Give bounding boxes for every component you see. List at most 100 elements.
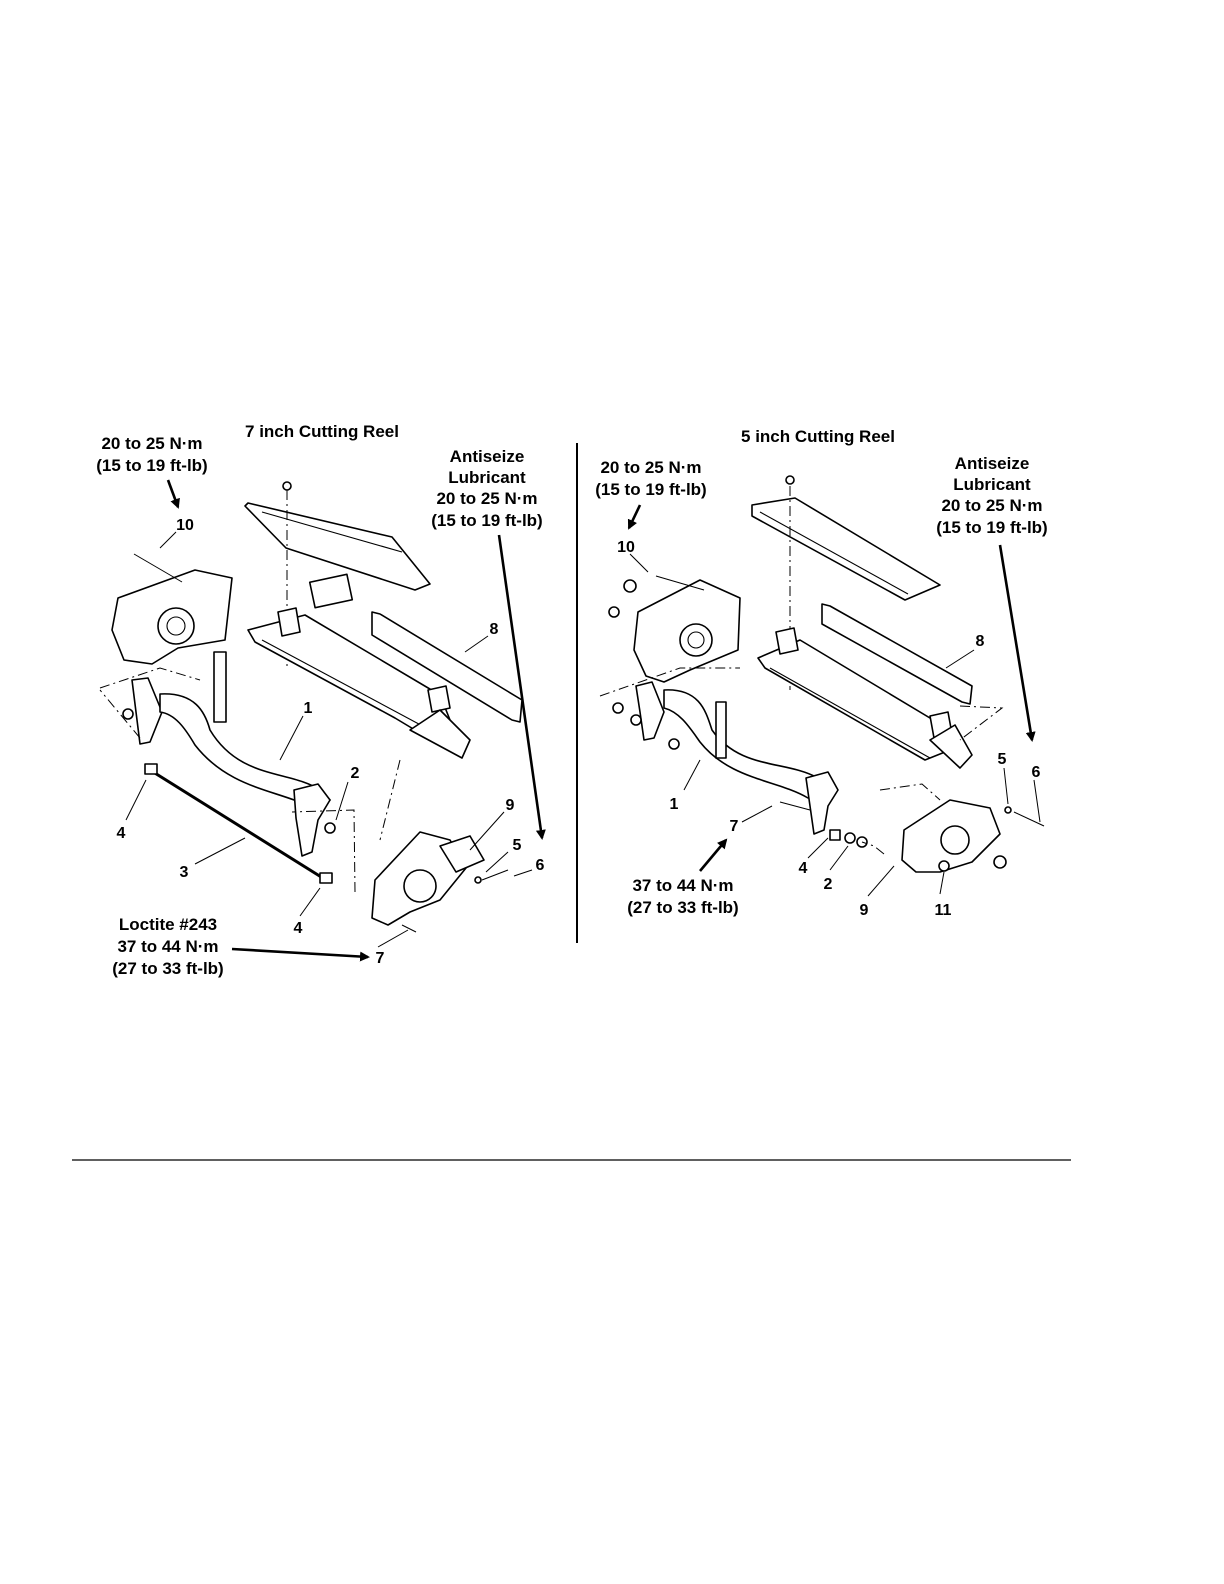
right-lift-arm-right bbox=[805, 771, 839, 835]
left-lift-arm-left bbox=[131, 677, 163, 745]
left-leader-7 bbox=[377, 929, 409, 948]
right-frame-edge bbox=[769, 667, 931, 759]
right-assembly-line-b bbox=[861, 841, 885, 855]
left-callout-1: 1 bbox=[304, 700, 313, 717]
right-leader-6 bbox=[1033, 779, 1041, 823]
left-loctite-line2: 37 to 44 N·m bbox=[117, 937, 218, 956]
left-bearing-left bbox=[157, 607, 195, 645]
right-assembly-line-a bbox=[599, 667, 740, 697]
right-leader-9 bbox=[867, 865, 895, 897]
right-washer-b bbox=[630, 714, 642, 726]
left-shield-bracket bbox=[308, 573, 354, 609]
left-antiseize-line2: Lubricant bbox=[448, 468, 526, 487]
right-callout-10: 10 bbox=[617, 539, 635, 556]
left-frame-edge bbox=[261, 639, 431, 731]
left-callout-8: 8 bbox=[490, 621, 499, 638]
right-nut-b bbox=[668, 738, 680, 750]
left-frame-end bbox=[409, 709, 471, 759]
right-title: 5 inch Cutting Reel bbox=[741, 427, 895, 446]
right-leader-4 bbox=[807, 837, 829, 859]
left-callout-9: 9 bbox=[506, 797, 515, 814]
left-top-shield bbox=[244, 502, 431, 591]
right-bearing-right bbox=[940, 825, 970, 855]
right-callout-6: 6 bbox=[1032, 764, 1041, 781]
left-washer-2 bbox=[324, 822, 336, 834]
right-torque-a-line1: 20 to 25 N·m bbox=[600, 458, 701, 477]
left-torque-a-line2: (15 to 19 ft-lb) bbox=[96, 456, 207, 475]
left-panel-7-inch-reel: 7 inch Cutting Reel 20 to 25 N·m (15 to … bbox=[96, 422, 546, 978]
right-bedbar bbox=[821, 603, 973, 705]
left-shield-fold bbox=[261, 511, 403, 553]
right-washer-2a bbox=[844, 832, 856, 844]
right-frame-end bbox=[929, 724, 973, 769]
left-loctite-arrow bbox=[231, 947, 370, 962]
right-torque-a-arrow bbox=[627, 504, 642, 530]
right-assembly-line-c bbox=[879, 783, 941, 801]
left-callout-6: 6 bbox=[536, 857, 545, 874]
right-shield-fold bbox=[759, 511, 909, 595]
left-assembly-line-c bbox=[291, 809, 356, 893]
left-lift-arm-right bbox=[293, 783, 331, 857]
right-torque-a-line2: (15 to 19 ft-lb) bbox=[595, 480, 706, 499]
left-bolt-10 bbox=[133, 553, 183, 583]
left-torque-a-arrow bbox=[166, 479, 180, 509]
left-washer-5 bbox=[474, 876, 482, 884]
left-bearing-left-inner bbox=[166, 616, 186, 636]
right-spacer-4 bbox=[829, 829, 841, 841]
right-leader-8 bbox=[945, 649, 975, 669]
right-callout-5: 5 bbox=[998, 751, 1007, 768]
right-nut-c bbox=[993, 855, 1007, 869]
right-panel-5-inch-reel: 5 inch Cutting Reel 20 to 25 N·m (15 to … bbox=[595, 427, 1047, 919]
left-screw-7 bbox=[401, 924, 417, 933]
left-leader-5 bbox=[485, 851, 509, 873]
right-callout-2: 2 bbox=[824, 876, 833, 893]
left-antiseize-line3: 20 to 25 N·m bbox=[436, 489, 537, 508]
left-leader-9 bbox=[469, 811, 505, 851]
right-torque-b-arrow bbox=[699, 838, 728, 872]
right-callout-8: 8 bbox=[976, 633, 985, 650]
right-antiseize-line1: Antiseize bbox=[955, 454, 1030, 473]
left-antiseize-line1: Antiseize bbox=[450, 447, 525, 466]
left-leader-4b bbox=[299, 887, 321, 917]
left-frame-bracket-b bbox=[427, 685, 451, 713]
right-leader-11 bbox=[939, 871, 945, 895]
left-callout-4a: 4 bbox=[117, 825, 126, 842]
right-bolt-10 bbox=[655, 575, 705, 591]
left-callout-5: 5 bbox=[513, 837, 522, 854]
right-frame-bracket-a bbox=[775, 627, 799, 655]
right-leader-5 bbox=[1003, 767, 1009, 805]
right-callout-4: 4 bbox=[799, 860, 808, 877]
right-bearing-left-inner bbox=[687, 631, 705, 649]
left-leader-3 bbox=[194, 837, 246, 865]
right-lift-arm-left bbox=[635, 681, 665, 741]
left-callout-7: 7 bbox=[376, 950, 385, 967]
left-assembly-line-d bbox=[379, 759, 401, 841]
right-leader-2 bbox=[829, 845, 849, 871]
left-frame-bracket-a bbox=[277, 607, 301, 637]
right-nut-left bbox=[608, 606, 620, 618]
left-callout-4b: 4 bbox=[294, 920, 303, 937]
right-bearing-left bbox=[679, 623, 713, 657]
left-top-screw bbox=[282, 481, 292, 491]
right-assembly-line-d bbox=[959, 705, 1004, 741]
left-spacer-4a bbox=[144, 763, 158, 775]
left-callout-10: 10 bbox=[176, 517, 194, 534]
right-antiseize-line4: (15 to 19 ft-lb) bbox=[936, 518, 1047, 537]
left-callout-2: 2 bbox=[351, 765, 360, 782]
right-carrier-post bbox=[715, 701, 727, 759]
left-loctite-line3: (27 to 33 ft-lb) bbox=[112, 959, 223, 978]
right-callout-9: 9 bbox=[860, 902, 869, 919]
left-spacer-4b bbox=[319, 872, 333, 884]
left-bedbar bbox=[371, 611, 523, 723]
right-nut-11 bbox=[938, 860, 950, 872]
right-top-shield bbox=[751, 497, 941, 601]
right-antiseize-line3: 20 to 25 N·m bbox=[941, 496, 1042, 515]
left-leader-10 bbox=[159, 531, 177, 549]
right-washer-a bbox=[612, 702, 624, 714]
left-roller-shaft bbox=[149, 768, 327, 882]
right-torque-b-line1: 37 to 44 N·m bbox=[632, 876, 733, 895]
right-leader-10 bbox=[629, 553, 649, 573]
right-bolt-head bbox=[623, 579, 637, 593]
left-washer-a bbox=[122, 708, 134, 720]
